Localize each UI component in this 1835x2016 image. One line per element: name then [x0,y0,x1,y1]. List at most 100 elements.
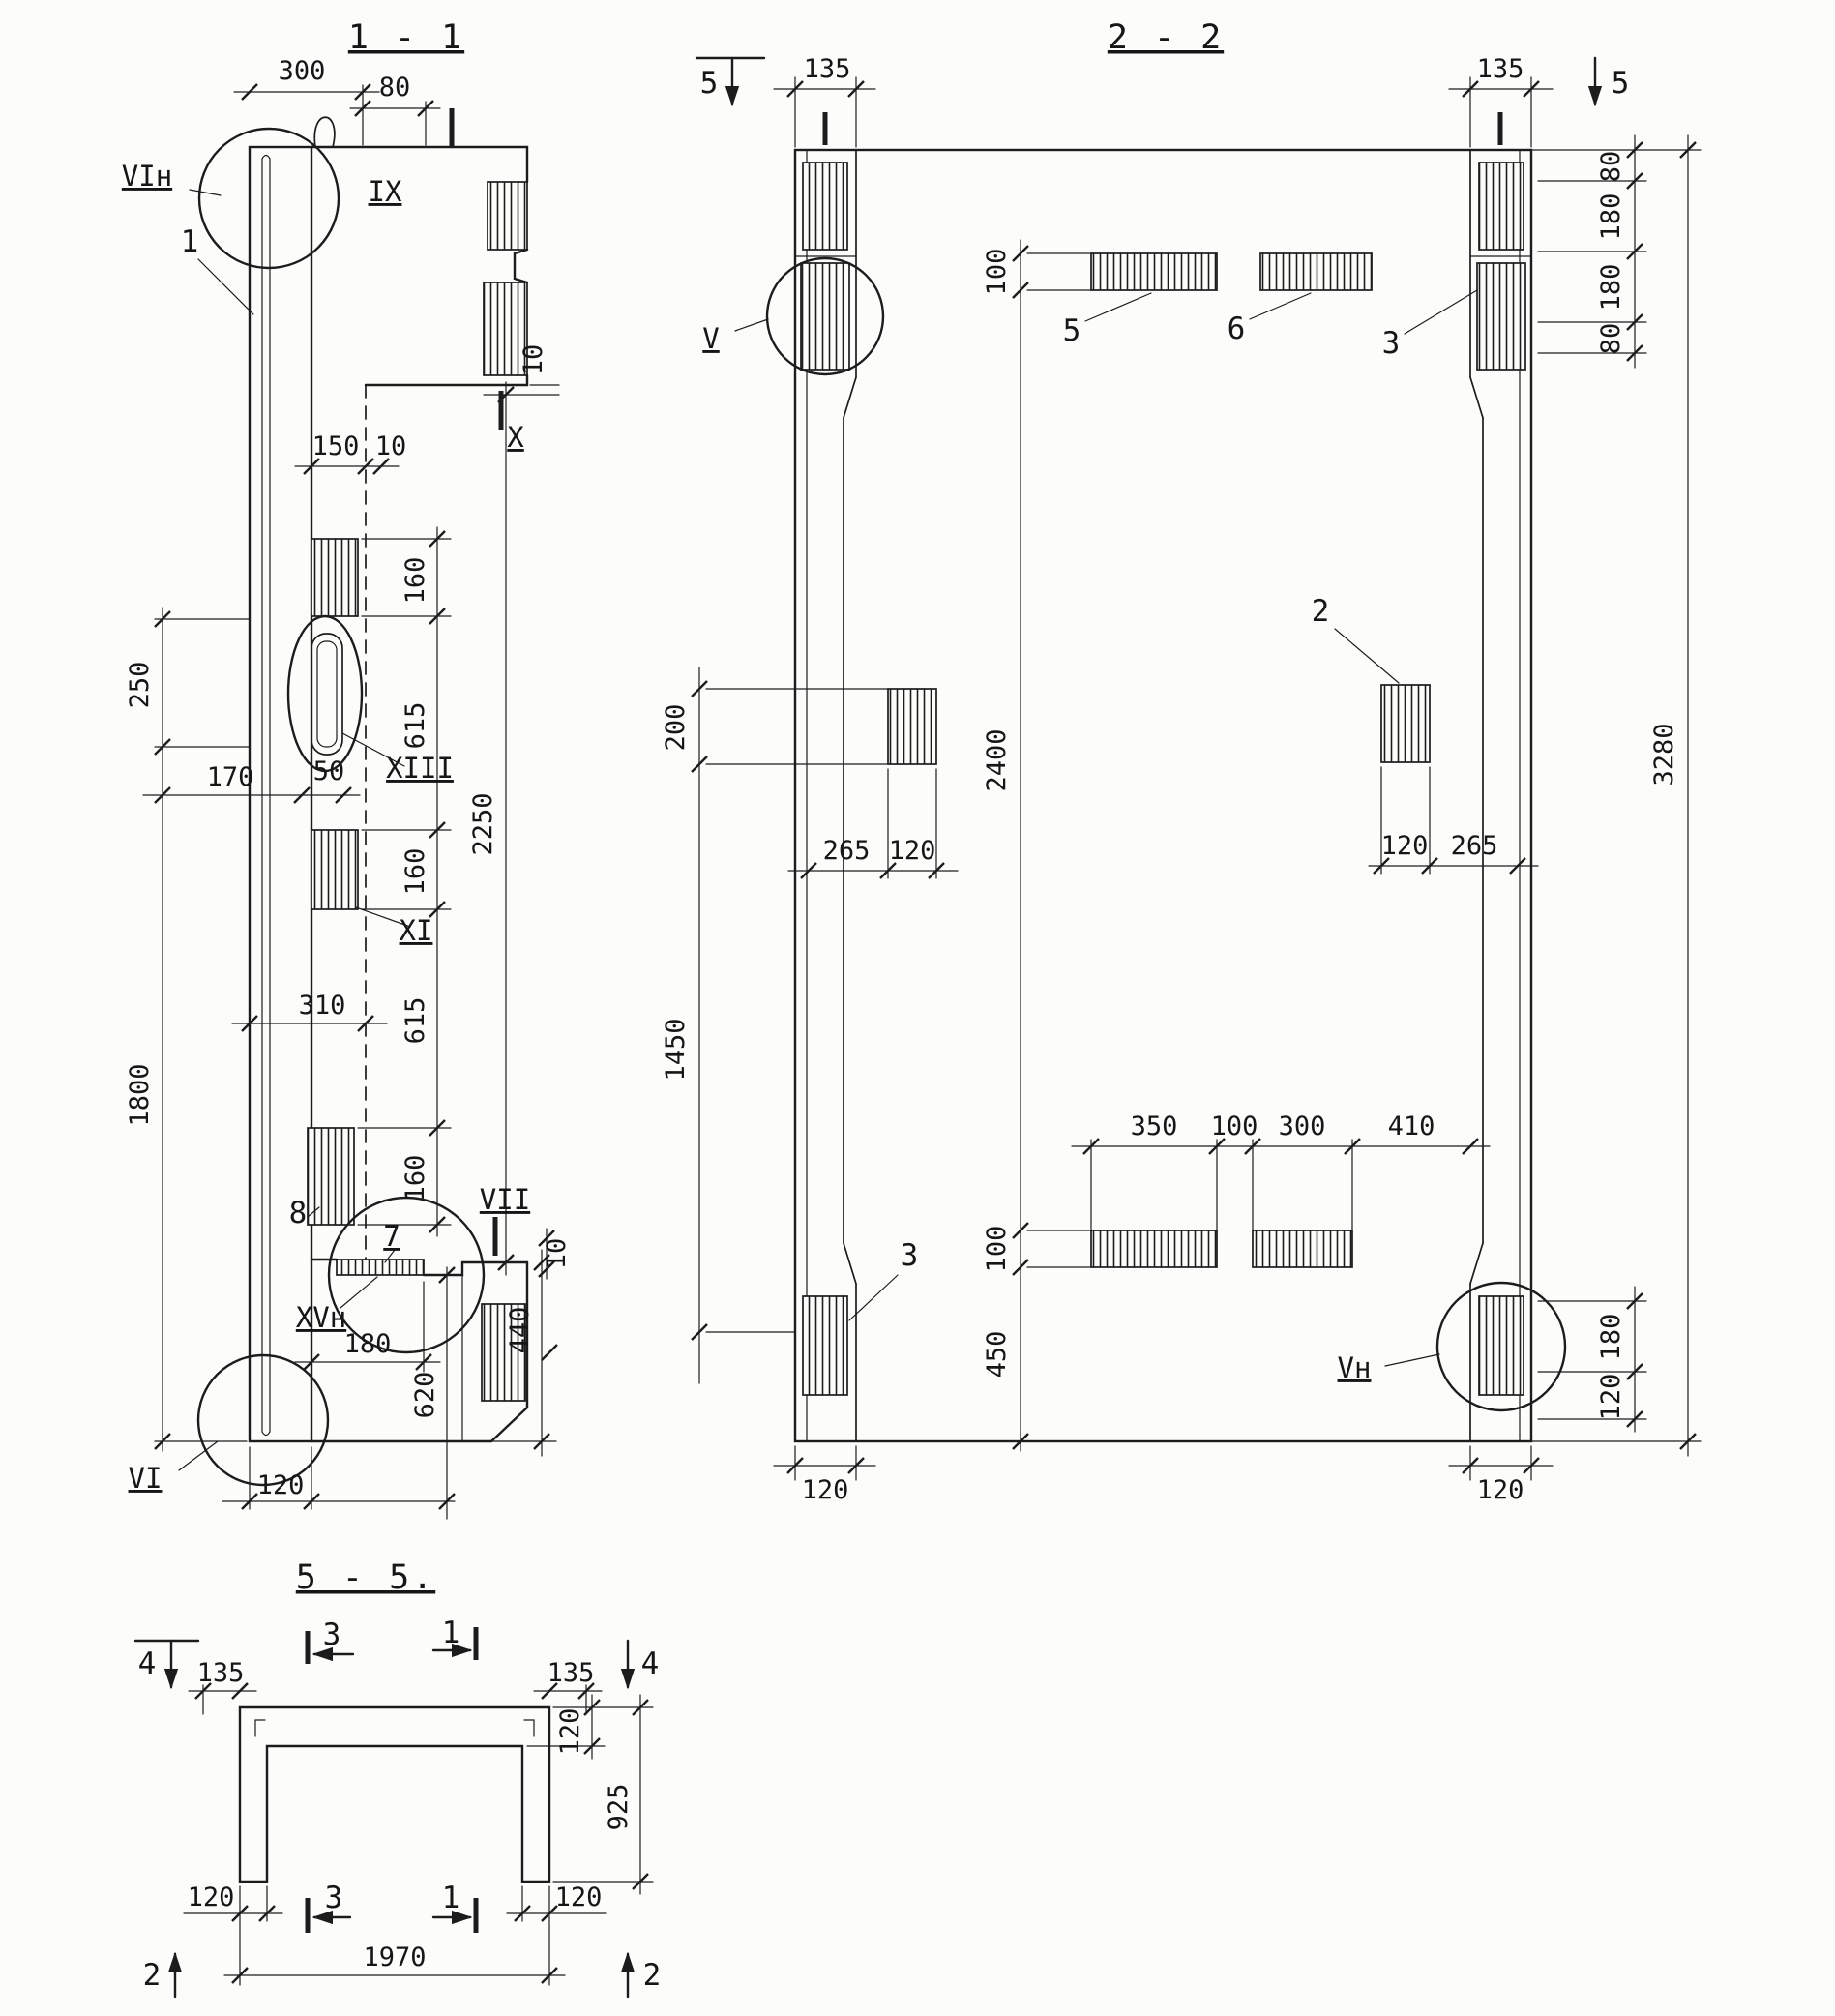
embedded-plate [483,282,528,376]
dim-310: 310 [299,991,346,1021]
detail-circle-vi-n [197,127,340,270]
label-5: 5 [1063,313,1081,348]
section-2-2-texts: 5 135 135 5 80 180 180 80 100 5 6 3 V 32… [661,54,1679,1505]
dim-160-a: 160 [400,557,430,605]
dim-180-a: 180 [1596,193,1626,241]
label-vi: VI [129,1462,163,1495]
embedded-plate-6 [1259,252,1373,291]
dim-120: 120 [257,1470,305,1500]
detail-circle-7 [327,1196,486,1354]
dim-100-b: 100 [1211,1112,1258,1141]
embedded-plate [481,1303,526,1402]
panel-outline [793,148,1533,1443]
section-1-1-view: 1 - 1 [122,18,572,1520]
label-x: X [507,421,524,454]
dim-180-c: 180 [1596,1314,1626,1361]
dim-120-bot-left: 120 [188,1883,235,1912]
section-1-1-cut-marks [449,108,504,1256]
label-8: 8 [289,1196,308,1230]
dim-170: 170 [207,762,254,792]
rib-plate [800,262,850,371]
embedded-plate [487,181,528,251]
section-5-5-dimension-lines [183,1684,654,1986]
dim-100-bot: 100 [982,1226,1012,1273]
dim-10-bot: 10 [542,1238,572,1270]
dim-1970: 1970 [363,1942,426,1972]
dim-80-a: 80 [1596,151,1626,183]
label-3-bottom: 3 [901,1238,919,1273]
embedded-plate [307,1127,355,1226]
detail-circle-vi [196,1353,330,1487]
label-xv-n: XVн [296,1301,346,1334]
section-1-1-detail-circles [196,127,486,1487]
dim-410: 410 [1388,1112,1435,1141]
lifting-hook [313,116,336,148]
section-1-1-embedded-plates [307,181,528,1402]
section-2-2-detail-circles [765,256,1567,1412]
dim-250: 250 [125,662,155,709]
dim-135-left: 135 [197,1658,245,1688]
slot-opening [311,633,343,756]
dim-135-left: 135 [804,54,851,84]
dim-100-top: 100 [982,249,1012,296]
section-5-5-view: 5 - 5. [133,1558,662,1999]
detail-circle-v [765,256,885,376]
rib-plate [1478,1295,1524,1396]
section-5-5-texts: 4 135 3 1 135 4 120 925 120 3 1 120 2 19… [138,1616,662,1993]
cut-label-1-bottom: 1 [442,1881,460,1915]
embedded-plate [1090,1230,1218,1268]
section-5-5-title: 5 - 5. [296,1558,435,1597]
dim-120-flange: 120 [555,1708,585,1756]
dim-440: 440 [505,1307,535,1354]
label-2: 2 [1312,594,1330,629]
section-2-2-view: 2 - 2 [661,18,1702,1505]
section-5-5-cut-marks [133,1627,636,1999]
dim-2250: 2250 [468,792,498,855]
detail-circle-v-n [1435,1281,1567,1412]
rib-plate [1478,162,1524,251]
dim-160-b: 160 [400,848,430,896]
dim-3280: 3280 [1649,723,1679,786]
section-2-2-leaders [734,289,1478,1367]
dim-120-mid-right: 120 [1381,831,1429,861]
label-1: 1 [181,224,199,259]
rib-plate [802,162,848,251]
dim-450: 450 [982,1331,1012,1379]
dim-615-a: 615 [400,702,430,750]
dim-265-right: 265 [1451,831,1498,861]
section-1-1-title: 1 - 1 [348,18,464,57]
embedded-plate [311,538,359,617]
rib-plate [1476,262,1526,371]
channel-section-outline [238,1705,551,1883]
dim-300: 300 [1279,1112,1326,1141]
dim-350: 350 [1131,1112,1178,1141]
dim-265-left: 265 [823,836,871,866]
cut-label-1-top: 1 [442,1616,460,1650]
cut-label-2-right: 2 [643,1958,662,1993]
dim-120-bot-left: 120 [802,1475,849,1505]
rib-plate [802,1295,848,1396]
section-5-5-outline [238,1705,551,1883]
cut-label-4-right: 4 [641,1646,660,1681]
dim-120-bot-right: 120 [1477,1475,1524,1505]
dim-80-b: 80 [1596,323,1626,355]
cut-label-2-left: 2 [143,1958,162,1993]
dim-615-b: 615 [400,997,430,1045]
embedded-plate [1252,1230,1353,1268]
dim-1450: 1450 [661,1018,691,1081]
cut-label-5-right: 5 [1612,66,1630,101]
section-2-2-embedded-plates [800,162,1526,1396]
dim-1800: 1800 [125,1063,155,1126]
dim-2400: 2400 [982,728,1012,791]
label-7: 7 [383,1220,400,1253]
dim-135-right: 135 [1477,54,1524,84]
dim-620: 620 [410,1372,440,1419]
dim-120-r: 120 [1596,1374,1626,1421]
label-vii: VII [480,1183,530,1216]
label-v: V [702,322,719,355]
cut-label-3-bottom: 3 [325,1881,343,1915]
label-vi-n: VIн [122,160,172,193]
dim-180-b: 180 [1596,264,1626,311]
dim-160-c: 160 [400,1155,430,1202]
